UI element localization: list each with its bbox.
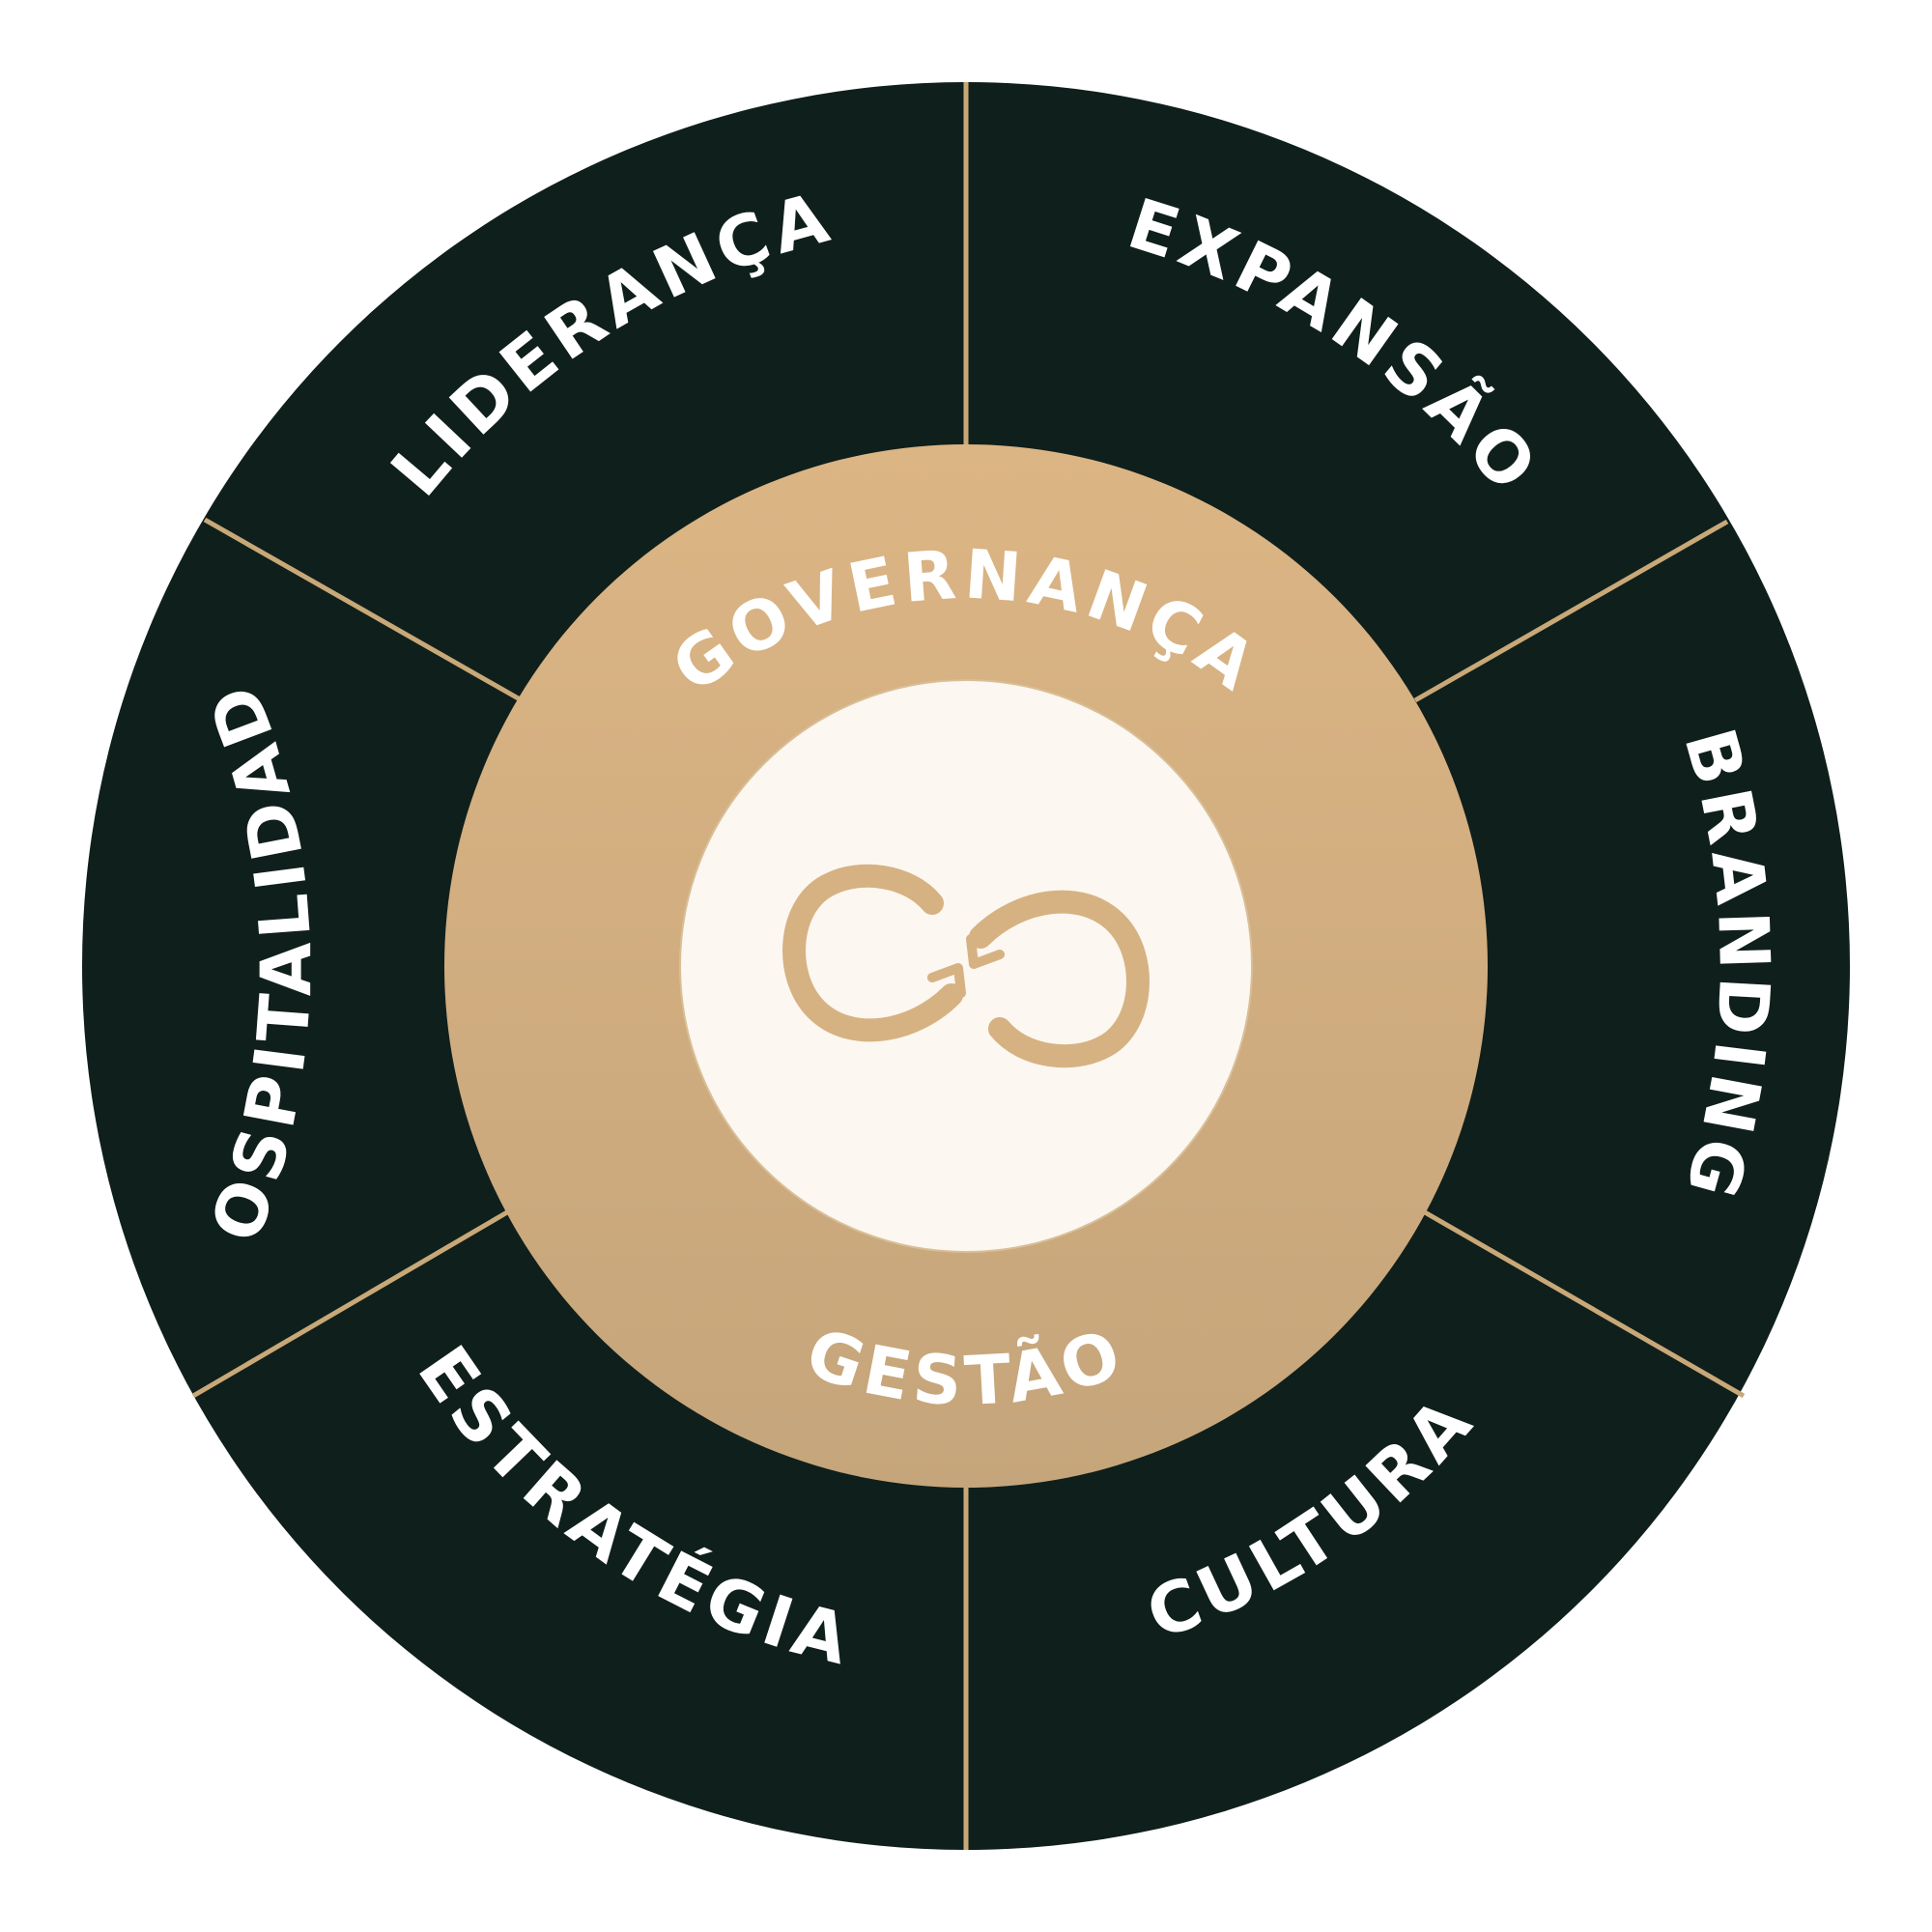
gg-monogram-icon bbox=[782, 864, 1150, 1068]
center-disc bbox=[679, 679, 1253, 1253]
divider-top-right bbox=[1413, 519, 1729, 703]
divider-top-left bbox=[203, 517, 524, 703]
divider-bottom-left bbox=[191, 1209, 509, 1399]
divider-bottom-right bbox=[1423, 1209, 1746, 1399]
segment-dividers bbox=[191, 82, 1746, 1850]
